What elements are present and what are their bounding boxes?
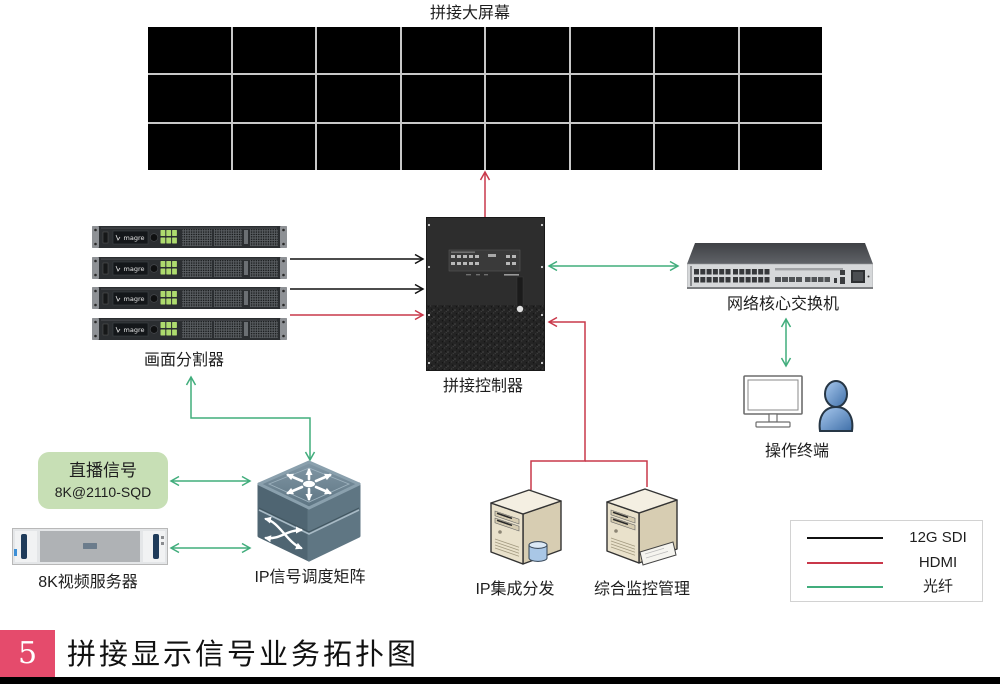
legend-line-fiber (807, 586, 883, 588)
wall-tile (739, 123, 822, 170)
tower-server-icon (488, 487, 564, 567)
video-wall-title: 拼接大屏幕 (429, 5, 511, 22)
live-signal-format: 8K@2110-SQD (54, 484, 152, 500)
legend-item-hdmi: HDMI (791, 553, 982, 573)
wall-tile (148, 27, 231, 74)
network-switch-icon (687, 243, 873, 289)
tower-server-icon (604, 486, 680, 566)
legend-line-sdi (807, 537, 883, 539)
ip-distribution-label: IP集成分发 (475, 581, 555, 598)
wall-tile (570, 27, 653, 74)
splitter-unit-icon (92, 257, 287, 279)
wall-tile (486, 27, 569, 74)
wall-tile (317, 123, 400, 170)
wall-tile (570, 75, 653, 122)
wall-tile (655, 27, 738, 74)
controller-handle-icon (516, 276, 524, 308)
wall-tile (739, 75, 822, 122)
legend-line-hdmi (807, 562, 883, 564)
figure-caption: 拼接显示信号业务拓扑图 (67, 637, 420, 671)
core-switch-label: 网络核心交换机 (726, 296, 840, 313)
wall-tile (655, 123, 738, 170)
wall-tile (148, 123, 231, 170)
wall-tile (401, 123, 484, 170)
legend-label: HDMI (918, 554, 958, 571)
legend-item-fiber: 光纤 (791, 577, 982, 597)
link-monitoring-controller-hdmi (585, 460, 648, 487)
operator-terminal-label: 操作终端 (764, 443, 830, 460)
legend-label: 光纤 (922, 578, 953, 595)
controller-label: 拼接控制器 (442, 378, 524, 395)
wall-tile (401, 27, 484, 74)
database-icon (528, 541, 548, 562)
user-icon (818, 380, 854, 432)
wall-tile (148, 75, 231, 122)
splitter-unit-icon (92, 287, 287, 309)
splitter-unit-icon (92, 226, 287, 248)
video-wall (148, 27, 822, 170)
caption-underline-bar (0, 677, 1000, 684)
splitter-unit-icon (92, 318, 287, 340)
ip-matrix-label: IP信号调度矩阵 (254, 569, 366, 586)
monitor-icon (743, 375, 803, 428)
controller-chassis-icon (426, 217, 545, 371)
wall-tile (655, 75, 738, 122)
monitoring-label: 综合监控管理 (593, 581, 691, 598)
crossing-arrows-icon (264, 516, 303, 550)
legend-label: 12G SDI (909, 529, 967, 546)
video-server-label: 8K视频服务器 (38, 574, 138, 591)
link-matrix-splitter-fiber (185, 375, 316, 462)
wall-tile (486, 123, 569, 170)
wall-tile (739, 27, 822, 74)
wall-tile (317, 27, 400, 74)
wall-tile (317, 75, 400, 122)
live-signal-title: 直播信号 (69, 461, 137, 480)
wall-tile (486, 75, 569, 122)
splitter-label: 画面分割器 (143, 352, 225, 369)
live-signal-box: 直播信号 8K@2110-SQD (38, 452, 168, 509)
wall-tile (232, 27, 315, 74)
wall-tile (401, 75, 484, 122)
ip-router-matrix-icon (257, 460, 361, 562)
wall-tile (232, 75, 315, 122)
figure-number-badge: 5 (0, 630, 55, 677)
wall-tile (570, 123, 653, 170)
legend-item-sdi: 12G SDI (791, 528, 982, 548)
rack-server-icon (12, 528, 168, 565)
wall-tile (232, 123, 315, 170)
document-card-icon (639, 541, 677, 566)
controller-logo-icon (488, 254, 496, 257)
legend: 12G SDI HDMI 光纤 (790, 520, 983, 602)
